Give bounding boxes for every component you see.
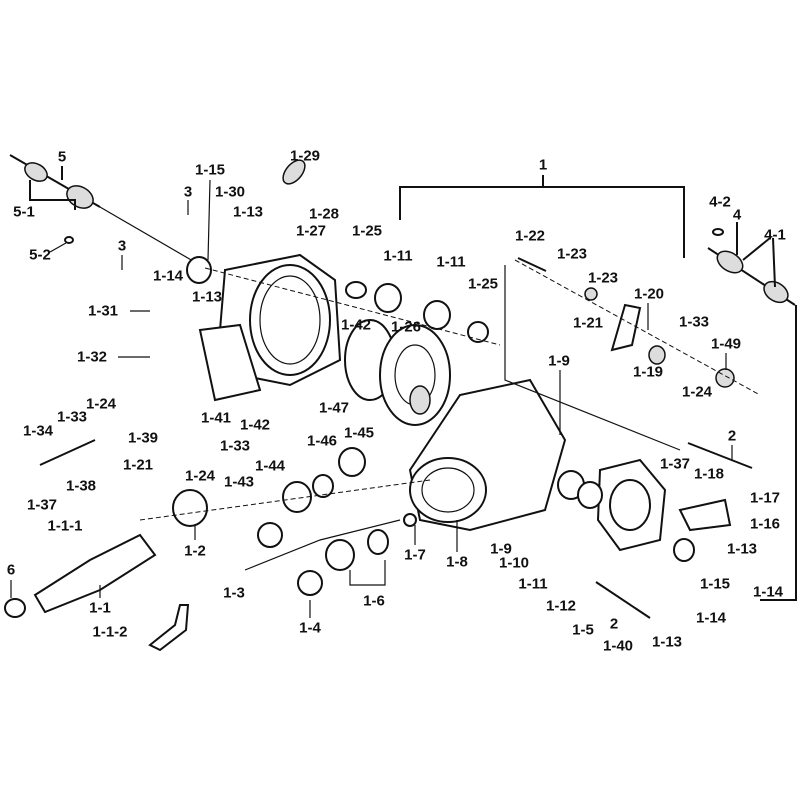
callout-label-3a: 3 xyxy=(183,183,193,201)
callout-label-1-9b: 1-9 xyxy=(490,540,512,558)
callout-label-5-1: 5-1 xyxy=(13,203,35,221)
callout-label-1-11b: 1-11 xyxy=(436,253,466,271)
gearcase-cover xyxy=(198,253,342,402)
leader-lines xyxy=(10,179,733,618)
callout-label-1-42b: 1-42 xyxy=(239,416,271,434)
callout-label-1-43: 1-43 xyxy=(223,473,255,491)
callout-label-1-29: 1-29 xyxy=(289,147,321,165)
callout-label-1-8: 1-8 xyxy=(446,553,468,571)
callout-label-1-14c: 1-14 xyxy=(695,609,727,627)
callout-label-1-46: 1-46 xyxy=(306,432,338,450)
callout-label-1-17: 1-17 xyxy=(749,489,781,507)
callout-label-1-21a: 1-21 xyxy=(572,314,604,332)
callout-label-1-24c: 1-24 xyxy=(184,467,216,485)
callout-label-1-13a: 1-13 xyxy=(232,203,264,221)
callout-label-1-21b: 1-21 xyxy=(122,456,154,474)
callout-label-1-24b: 1-24 xyxy=(85,395,117,413)
output-cover xyxy=(596,458,732,552)
callout-label-1-22: 1-22 xyxy=(514,227,546,245)
gearcase-housing xyxy=(408,378,567,532)
callout-label-1-11c: 1-11 xyxy=(518,575,548,593)
callout-label-2b: 2 xyxy=(609,615,619,633)
callout-label-1-41: 1-41 xyxy=(200,409,232,427)
callout-label-4-2: 4-2 xyxy=(709,193,731,211)
callout-label-1-32: 1-32 xyxy=(76,348,108,366)
axle-shaft-left xyxy=(9,154,206,269)
callout-label-1-1: 1-1 xyxy=(89,599,111,617)
callout-label-1-25b: 1-25 xyxy=(467,275,499,293)
callout-label-1-11a: 1-11 xyxy=(383,247,413,265)
drive-shaft xyxy=(4,533,157,618)
callout-label-1-14a: 1-14 xyxy=(152,267,184,285)
callout-label-1-33c: 1-33 xyxy=(219,437,251,455)
callout-label-1-4: 1-4 xyxy=(299,619,321,637)
callout-label-4-1: 4-1 xyxy=(764,226,786,244)
callout-label-1-15b: 1-15 xyxy=(699,575,731,593)
callout-label-1-1-2: 1-1-2 xyxy=(92,623,128,641)
callout-label-1-31: 1-31 xyxy=(87,302,119,320)
callout-label-1-28: 1-28 xyxy=(308,205,340,223)
callout-label-1-45: 1-45 xyxy=(343,424,375,442)
callout-label-1-16: 1-16 xyxy=(749,515,781,533)
callout-label-1-3: 1-3 xyxy=(223,584,245,602)
callout-label-3b: 3 xyxy=(117,237,127,255)
callout-label-4: 4 xyxy=(732,206,742,224)
callout-label-1-6: 1-6 xyxy=(363,592,385,610)
callout-label-1-7: 1-7 xyxy=(404,546,426,564)
callout-label-1-25a: 1-25 xyxy=(351,222,383,240)
callout-label-5-2: 5-2 xyxy=(29,246,51,264)
front-direction-arrow-icon xyxy=(148,604,190,652)
callout-label-1-9a: 1-9 xyxy=(548,352,570,370)
ring-gear xyxy=(344,319,451,426)
callout-label-1-33a: 1-33 xyxy=(678,313,710,331)
bolts xyxy=(39,159,753,619)
callout-label-1-47: 1-47 xyxy=(318,399,350,417)
callout-label-6: 6 xyxy=(6,561,16,579)
callout-label-1-27: 1-27 xyxy=(295,222,327,240)
bearings-seals xyxy=(172,256,695,596)
callout-label-5: 5 xyxy=(57,148,67,166)
callout-label-1-5: 1-5 xyxy=(572,621,594,639)
callout-label-1-19: 1-19 xyxy=(632,363,664,381)
callout-label-1-15a: 1-15 xyxy=(194,161,226,179)
callout-label-1-38: 1-38 xyxy=(65,477,97,495)
callout-label-1-37a: 1-37 xyxy=(26,496,58,514)
callout-label-1-44: 1-44 xyxy=(254,457,286,475)
callout-label-1-24a: 1-24 xyxy=(681,383,713,401)
callout-label-1-2: 1-2 xyxy=(184,542,206,560)
callout-label-1-14b: 1-14 xyxy=(752,583,784,601)
callout-label-1-18: 1-18 xyxy=(693,465,725,483)
callout-label-1-12: 1-12 xyxy=(545,597,577,615)
callout-label-1-13d: 1-13 xyxy=(651,633,683,651)
callout-label-1-13c: 1-13 xyxy=(726,540,758,558)
callout-label-1-23a: 1-23 xyxy=(556,245,588,263)
callout-label-1: 1 xyxy=(538,156,548,174)
callout-label-1-42a: 1-42 xyxy=(340,316,372,334)
callout-label-1-26: 1-26 xyxy=(390,318,422,336)
callout-label-1-34: 1-34 xyxy=(22,422,54,440)
callout-label-1-20: 1-20 xyxy=(633,285,665,303)
callout-label-1-49: 1-49 xyxy=(710,335,742,353)
callout-label-2a: 2 xyxy=(727,427,737,445)
callout-label-1-30: 1-30 xyxy=(214,183,246,201)
callout-label-1-33b: 1-33 xyxy=(56,408,88,426)
shift-fork xyxy=(584,287,735,388)
callout-label-1-13b: 1-13 xyxy=(191,288,223,306)
assembly-bracket-1 xyxy=(399,175,685,258)
callout-label-1-1-1: 1-1-1 xyxy=(47,517,83,535)
callout-label-1-37b: 1-37 xyxy=(659,455,691,473)
callout-label-1-40: 1-40 xyxy=(602,637,634,655)
axle-shaft-right xyxy=(707,222,797,601)
callout-label-1-39: 1-39 xyxy=(127,429,159,447)
callout-label-1-23b: 1-23 xyxy=(587,269,619,287)
callout-label-1-10: 1-10 xyxy=(498,554,530,572)
assembly-axes xyxy=(139,259,761,571)
